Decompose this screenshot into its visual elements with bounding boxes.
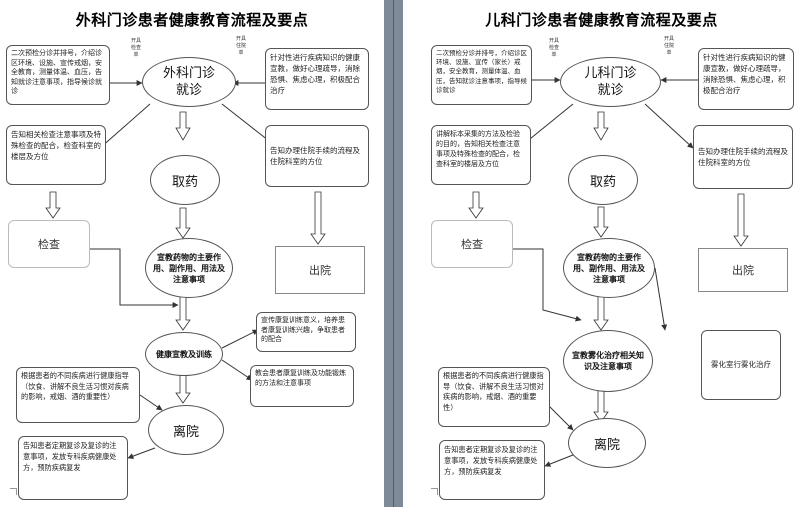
- node-examination: 检查: [8, 220, 90, 268]
- node-discharge: 出院: [275, 246, 365, 294]
- node-leave-hospital: 离院: [148, 405, 224, 455]
- node-outpatient-visit: 外科门诊 就诊: [142, 57, 236, 107]
- tag-issue-exam: 开具 检查 单: [125, 38, 147, 59]
- box-health-guidance: 根据患者的不同疾病进行健康指导（饮食、讲解不良生活习惯对疾病的影响，戒烟、酒的重…: [16, 367, 140, 423]
- tag-text: 检查: [130, 45, 141, 51]
- box-exam-notes: 告知相关检查注意事项及特殊检查的配合，检查科室的楼层及方位: [6, 125, 106, 185]
- box-admission-process: 告知办理住院手续的流程及住院科室的方位: [693, 125, 793, 189]
- tag-text: 开具: [235, 36, 246, 42]
- node-rehab-training: 健康宣教及训练: [145, 332, 223, 376]
- left-connectors: [45, 80, 326, 459]
- tag-text: 开具: [130, 38, 141, 44]
- tag-text: 单: [551, 52, 557, 58]
- node-discharge: 出院: [698, 248, 788, 292]
- node-label: 外科门诊: [162, 66, 215, 81]
- tag-text: 开具: [663, 36, 674, 42]
- tag-issue-admission: 开具 住院 单: [230, 36, 252, 57]
- node-drug-education: 宣教药物的主要作用、副作用、用法及注意事项: [563, 238, 655, 298]
- box-triage-info: 二次预检分诊并排号，介绍诊区环境、设施、宣传戒烟，安全教育，测量体温、血压，告知…: [6, 45, 110, 105]
- page-corner-mark: [431, 488, 438, 495]
- node-leave-hospital: 离院: [568, 418, 646, 468]
- tag-text: 单: [238, 50, 244, 56]
- node-examination: 检查: [431, 220, 513, 268]
- node-label: 就诊: [597, 83, 624, 98]
- box-admission-process: 告知办理住院手续的流程及住院科室的方位: [265, 125, 369, 187]
- right-connectors: [468, 77, 749, 467]
- node-outpatient-visit: 儿科门诊 就诊: [560, 57, 661, 107]
- box-health-guidance: 根据患者的不同疾病进行健康指导（饮食、讲解不良生活习惯对疾病的影响，戒烟、酒的重…: [438, 367, 550, 427]
- node-take-medicine: 取药: [568, 155, 638, 205]
- tag-text: 单: [133, 52, 139, 58]
- box-disease-education: 针对性进行疾病知识的健康宣教，做好心理疏导，消除恐惧、焦虑心理，积极配合治疗: [698, 48, 794, 110]
- node-drug-education: 宣教药物的主要作用、副作用、用法及注意事项: [145, 238, 233, 298]
- page-title: 外科门诊患者健康教育流程及要点: [75, 11, 309, 29]
- box-followup: 告知患者定期复诊及复诊的注意事项，发放专科疾病健康处方，预防疾病复发: [18, 436, 128, 500]
- tag-text: 住院: [663, 43, 674, 49]
- page-divider: [393, 0, 394, 507]
- box-triage-info: 二次预检分诊并排号，介绍诊区环境、设施、宣传（家长）戒烟，安全教育，测量体温、血…: [431, 45, 532, 105]
- tag-text: 单: [666, 50, 672, 56]
- node-nebulization-education: 宣教雾化治疗相关知识及注意事项: [563, 330, 653, 392]
- node-label: 就诊: [175, 83, 202, 98]
- node-label: 儿科门诊: [584, 66, 637, 81]
- right-page: 儿科门诊患者健康教育流程及要点 开具 检查 单 开具 住院 单 二次预检分诊并排…: [403, 0, 800, 507]
- page-corner-mark: [10, 488, 17, 495]
- box-rehab-method: 教会患者康复训练及功能锻炼的方法和注意事项: [250, 365, 354, 407]
- tag-text: 检查: [548, 45, 559, 51]
- tag-text: 住院: [235, 43, 246, 49]
- box-rehab-purpose: 宣传康复训练意义，培养患者康复训练兴趣，争取患者的配合: [256, 312, 356, 352]
- box-disease-education: 针对性进行疾病知识的健康宣教，做好心理疏导，消除恐惧、焦虑心理，积极配合治疗: [265, 48, 369, 110]
- tag-issue-exam: 开具 检查 单: [543, 38, 565, 59]
- left-page: 外科门诊患者健康教育流程及要点 开具 检查 单 开具 住院 单 二次预检分诊并排…: [0, 0, 384, 507]
- tag-text: 开具: [548, 38, 559, 44]
- tag-issue-admission: 开具 住院 单: [658, 36, 680, 57]
- box-exam-notes: 讲解标本采集的方法及检验的目的，告知相关检查注意事项及特殊检查的配合，检查科室的…: [431, 125, 531, 185]
- box-followup: 告知患者定期复诊及复诊的注意事项，发放专科疾病健康处方，预防疾病复发: [439, 440, 545, 500]
- node-take-medicine: 取药: [150, 155, 220, 205]
- page-title: 儿科门诊患者健康教育流程及要点: [485, 11, 718, 29]
- box-nebulization-room: 雾化室行雾化治疗: [701, 330, 781, 400]
